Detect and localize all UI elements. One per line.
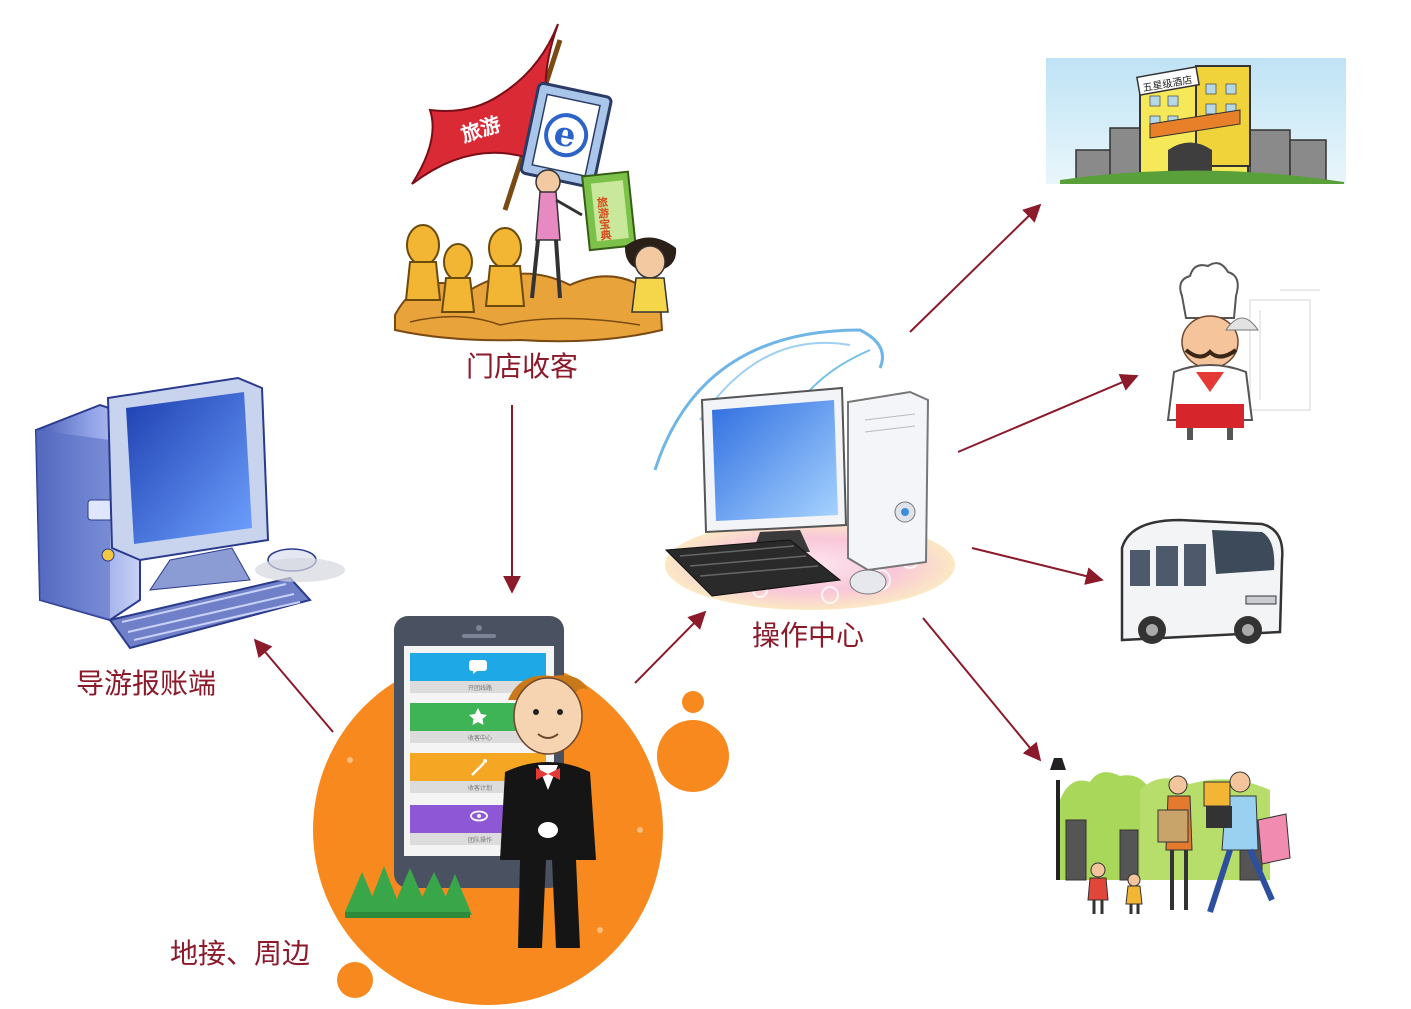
wand-icon [471,762,485,776]
menu-label-1: 收客中心 [468,734,492,742]
guide-label: 导游报账端 [76,667,216,700]
chef-face [1181,315,1239,369]
arrow-ops-to-shopping [922,617,1042,762]
green-book: 旅游宝典 [581,170,637,252]
ops-computer [653,328,955,610]
crowd-people [404,224,677,313]
arrow-ops-to-chef [957,374,1139,453]
book-text: 旅游宝典 [595,195,613,242]
shopper-woman [1157,775,1193,910]
center-person [530,169,583,299]
ops-tower [847,390,930,572]
menu-label-0: 开团线路 [468,684,492,692]
orange-dot-small [337,962,373,998]
ops-monitor-screen [712,400,838,521]
store-label: 门店收客 [466,350,578,383]
chef-hat [1179,262,1239,319]
menu-label-2: 收客计划 [468,784,492,792]
shopping-illustration [1050,758,1291,914]
arrow-phone-to-guide [253,638,334,733]
orange-dot-large [657,720,729,792]
arrow-phone-to-ops [634,610,707,684]
ops-label: 操作中心 [752,619,864,652]
serving-cloche [1225,317,1259,331]
hotel-illustration: 五星级酒店 [1046,58,1346,184]
hotel-ground [1060,170,1344,184]
eye-icon [470,810,488,822]
pine-trees [345,866,472,918]
arrow-ops-to-bus [971,547,1104,585]
local-label: 地接、周边 [170,937,310,970]
ops-swoosh [653,328,884,471]
store-illustration: 旅游 e 旅游宝典 [394,23,677,343]
shopper-kids [1087,862,1143,914]
menu-label-3: 团队操作 [468,836,492,844]
guide-monitor-screen [126,392,252,544]
chef-illustration [1166,262,1320,440]
mobile-app-illustration: 开团线路 收客中心 收客计划 团队操作 [313,616,729,1005]
connector-arrows [253,203,1139,762]
guide-man [500,675,596,948]
bus-illustration [1120,518,1284,644]
guide-computer [34,376,345,650]
arrow-ops-to-hotel [909,203,1042,333]
shopper-man [1203,771,1291,913]
orange-dot-medium [682,691,704,713]
chat-icon [469,660,487,674]
ops-mouse [849,569,887,595]
star-icon [469,708,487,725]
bus-windshield [1212,530,1275,574]
phone-menu-item-0[interactable]: 开团线路 [410,653,546,693]
